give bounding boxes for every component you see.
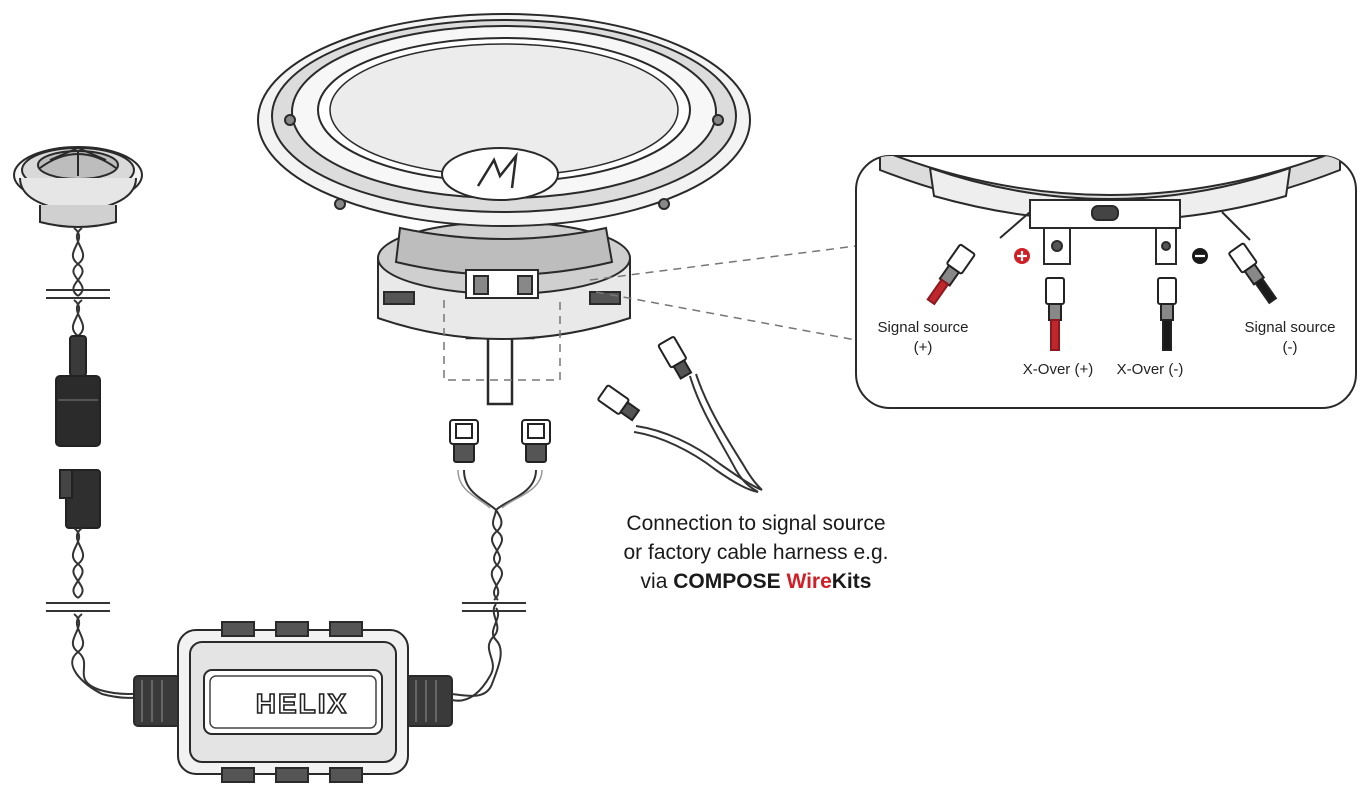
woofer-spade-connectors: [449, 419, 551, 463]
label-signal-source-plus-line2: (+): [913, 339, 933, 356]
tweeter-cable-upper: [46, 227, 110, 337]
label-signal-source-plus: Signal source (+): [858, 318, 988, 358]
label-signal-source-minus: Signal source (-): [1226, 318, 1354, 358]
tweeter-cable-lower: [46, 527, 151, 699]
caption-line-3: via COMPOSE WireKits: [556, 567, 956, 596]
guide-lines: [443, 245, 857, 381]
caption-line-1: Connection to signal source: [626, 512, 886, 535]
label-xover-minus: X-Over (-): [1116, 361, 1184, 378]
signal-plus-spade: [926, 243, 976, 306]
signal-source-cable: [633, 373, 763, 493]
tweeter: [13, 146, 143, 228]
wirekits-kits: Kits: [831, 570, 872, 593]
wirekits-wire: Wire: [786, 570, 832, 593]
helix-logo-box: HELIX: [256, 688, 348, 719]
label-signal-source-plus-line1: Signal source: [877, 319, 969, 336]
caption-via: via: [640, 570, 674, 593]
caption-line-2: or factory cable harness e.g.: [623, 541, 889, 564]
terminal-detail-inset: [855, 155, 1357, 409]
label-xover-plus: X-Over (+): [1022, 361, 1094, 378]
crossover-box: [133, 621, 453, 783]
plus-circle-icon: [1014, 248, 1030, 264]
signal-source-spades: [597, 336, 693, 422]
compose-brand: COMPOSE: [673, 570, 781, 593]
tweeter-plug-connector: [55, 335, 101, 529]
xover-minus-spade: [1157, 277, 1177, 351]
xover-plus-spade: [1045, 277, 1065, 351]
minus-circle-icon: [1192, 248, 1208, 264]
signal-minus-spade: [1228, 242, 1278, 305]
connection-caption: Connection to signal source or factory c…: [556, 509, 956, 596]
crossover-output-cable: [451, 469, 543, 702]
woofer-speaker: [257, 13, 751, 340]
label-signal-source-minus-line1: Signal source: [1244, 319, 1336, 336]
label-signal-source-minus-line2: (-): [1282, 339, 1298, 356]
